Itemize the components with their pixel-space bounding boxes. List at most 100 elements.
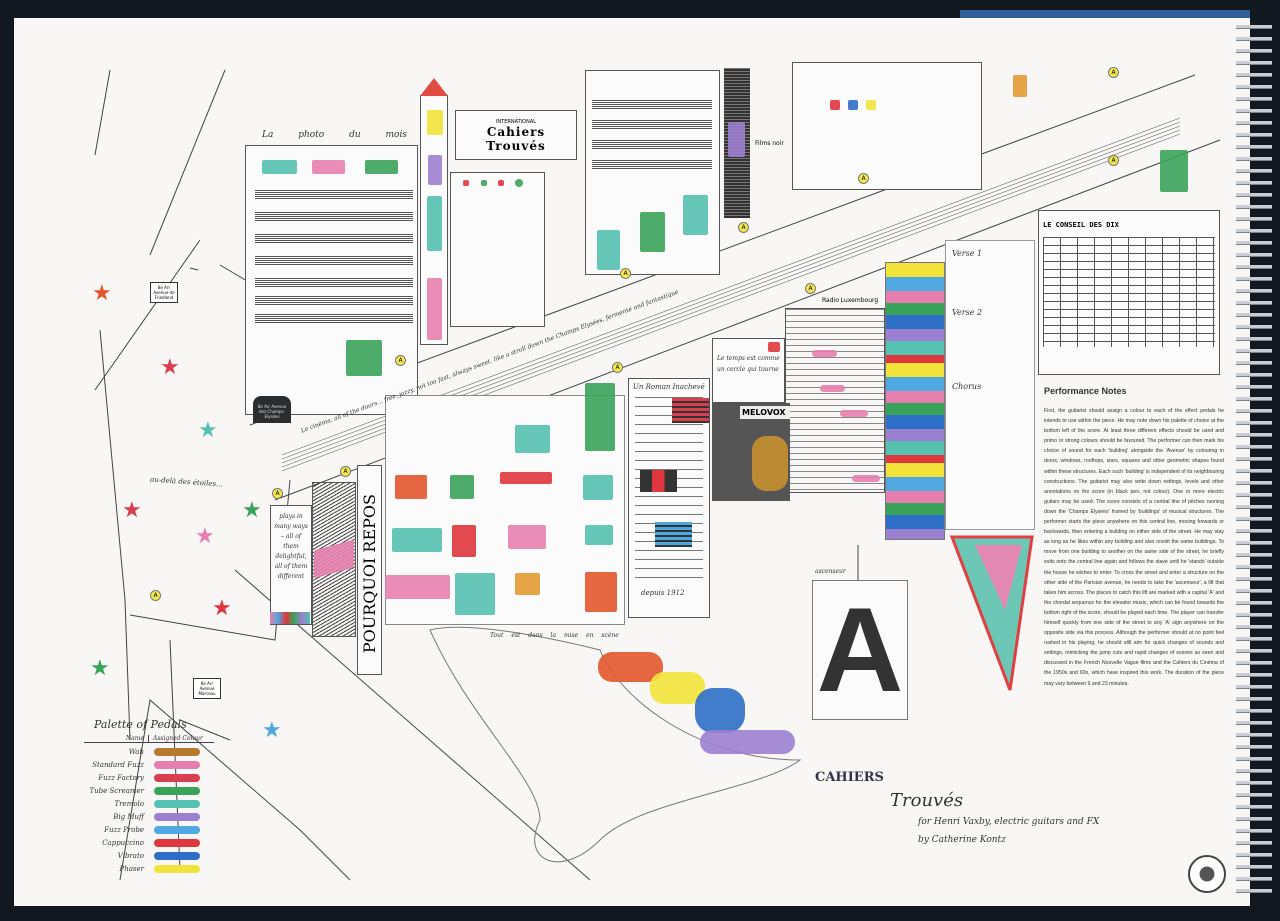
pedal-colour-swatch[interactable] <box>154 851 200 860</box>
verse2-label: Verse 2 <box>952 308 983 317</box>
colour-word[interactable] <box>812 350 837 357</box>
colour-window[interactable] <box>583 475 613 500</box>
colour-window[interactable] <box>395 475 427 499</box>
elevator-sun-icon[interactable]: A <box>805 283 816 294</box>
colour-window[interactable] <box>365 160 398 174</box>
elevator-sun-icon[interactable]: A <box>858 173 869 184</box>
colour-window[interactable] <box>463 180 469 186</box>
colour-window[interactable] <box>640 212 665 252</box>
elevator-sun-icon[interactable]: A <box>150 590 161 601</box>
colour-window[interactable] <box>830 100 840 110</box>
pedal-colour-swatch[interactable] <box>154 773 200 782</box>
flag-usa-blue[interactable] <box>655 522 692 547</box>
cahiers-trouves-sign[interactable]: INTERNATIONAL Cahiers Trouvés <box>455 110 577 160</box>
elevator-music-box[interactable]: A <box>812 580 908 720</box>
pourquoi-repos-sign[interactable]: POURQUOI REPOS <box>357 465 382 675</box>
colour-window[interactable] <box>768 342 780 352</box>
building-song[interactable]: Verse 1 Verse 2 Chorus <box>945 240 1035 530</box>
colour-window[interactable] <box>585 383 615 451</box>
colour-window[interactable] <box>515 425 550 453</box>
pedal-colour-swatch[interactable] <box>154 799 200 808</box>
colour-window[interactable] <box>597 230 620 270</box>
building-conseil-des-dix[interactable]: LE CONSEIL DES DIX <box>1038 210 1220 375</box>
building-plays[interactable]: plays in many ways – all of them delight… <box>270 505 312 625</box>
pedal-colour-swatch[interactable] <box>154 760 200 769</box>
colour-keys[interactable] <box>270 612 310 624</box>
star-icon[interactable]: ★ <box>242 498 262 523</box>
colour-window[interactable] <box>450 475 474 499</box>
colour-window[interactable] <box>455 573 495 615</box>
colour-window[interactable] <box>385 575 450 599</box>
newspaper-article[interactable] <box>785 308 885 493</box>
colour-window[interactable] <box>508 525 546 549</box>
colour-window[interactable] <box>392 528 442 552</box>
performance-notes-title: Performance Notes <box>1044 386 1127 396</box>
colour-window[interactable] <box>481 180 487 186</box>
elevator-sun-icon[interactable]: A <box>612 362 623 373</box>
music-staff <box>255 314 413 323</box>
colour-window[interactable] <box>515 573 540 595</box>
triangle-inner <box>975 545 1022 610</box>
elevator-sun-icon[interactable]: A <box>1108 67 1119 78</box>
colour-window[interactable] <box>728 122 745 157</box>
building-colour-column[interactable] <box>885 262 945 540</box>
elevator-sun-icon[interactable]: A <box>272 488 283 499</box>
colour-window[interactable] <box>585 572 617 612</box>
colour-window[interactable] <box>515 179 523 187</box>
music-staff <box>592 120 712 129</box>
music-staff <box>255 212 413 221</box>
star-icon[interactable]: ★ <box>122 498 142 523</box>
colour-window[interactable] <box>500 472 552 484</box>
star-icon[interactable]: ★ <box>198 418 218 443</box>
star-icon[interactable]: ★ <box>160 355 180 380</box>
colour-door[interactable] <box>346 340 382 376</box>
colour-window[interactable] <box>312 160 345 174</box>
elevator-sun-icon[interactable]: A <box>738 222 749 233</box>
pedal-colour-swatch[interactable] <box>154 812 200 821</box>
colour-window[interactable] <box>498 180 504 186</box>
conseil-title: LE CONSEIL DES DIX <box>1043 221 1119 229</box>
colour-word[interactable] <box>852 475 880 482</box>
colour-window[interactable] <box>428 155 442 185</box>
palette-row: Wah <box>84 745 214 758</box>
photo-du-mois-label: La photo du mois <box>262 130 407 140</box>
flag-french[interactable] <box>640 470 677 492</box>
building-cahiers[interactable] <box>450 172 545 327</box>
pedal-colour-swatch[interactable] <box>154 838 200 847</box>
pedal-colour-swatch[interactable] <box>154 747 200 756</box>
colour-word[interactable] <box>820 385 845 392</box>
star-icon[interactable]: ★ <box>212 596 232 621</box>
colour-window[interactable] <box>848 100 858 110</box>
building-score-sheets[interactable] <box>792 62 982 190</box>
star-icon[interactable]: ★ <box>262 718 282 743</box>
tower-roof[interactable] <box>420 78 448 96</box>
colour-window[interactable] <box>262 160 297 174</box>
palette-col-name: Name <box>125 735 144 742</box>
star-icon[interactable]: ★ <box>90 656 110 681</box>
star-icon[interactable]: ★ <box>92 281 112 306</box>
pedal-colour-swatch[interactable] <box>154 825 200 834</box>
colour-window[interactable] <box>683 195 708 235</box>
colour-shape[interactable] <box>752 436 788 491</box>
elevator-sun-icon[interactable]: A <box>1108 155 1119 166</box>
colour-window[interactable] <box>1160 150 1188 192</box>
colour-window[interactable] <box>1013 75 1027 97</box>
colour-window[interactable] <box>585 525 613 545</box>
performance-notes: Performance Notes First, the guitarist s… <box>1044 386 1224 689</box>
star-icon[interactable]: ★ <box>195 524 215 549</box>
colour-window[interactable] <box>427 110 443 135</box>
palette-title: Palette of Pedals <box>94 718 187 731</box>
colour-word[interactable] <box>840 410 868 417</box>
colour-window[interactable] <box>866 100 876 110</box>
pedal-colour-swatch[interactable] <box>154 864 200 873</box>
colour-window[interactable] <box>452 525 476 557</box>
flag-usa[interactable] <box>672 398 709 423</box>
colour-blob[interactable] <box>700 730 795 754</box>
elevator-sun-icon[interactable]: A <box>340 466 351 477</box>
elevator-sun-icon[interactable]: A <box>620 268 631 279</box>
elevator-sun-icon[interactable]: A <box>395 355 406 366</box>
colour-window[interactable] <box>427 196 442 251</box>
colour-window[interactable] <box>427 278 442 340</box>
colour-blob[interactable] <box>695 688 745 733</box>
pedal-colour-swatch[interactable] <box>154 786 200 795</box>
